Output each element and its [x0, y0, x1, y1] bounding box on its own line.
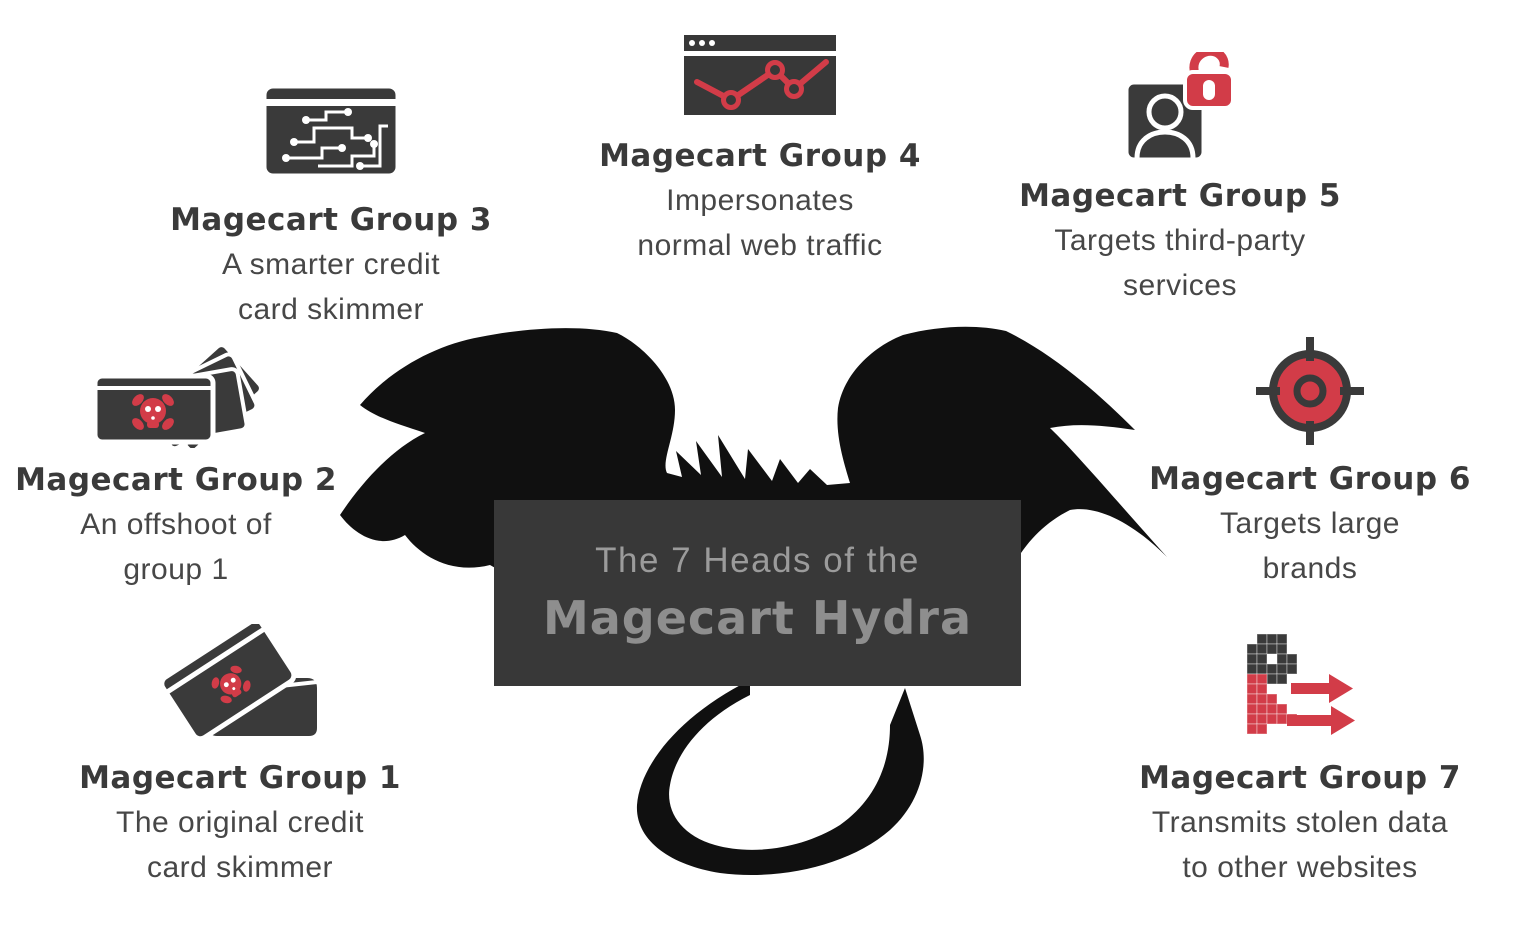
- browser-traffic-chart-icon: [675, 26, 845, 124]
- pixel-data-transfer-icon: [1241, 628, 1359, 746]
- group-4-description: Impersonates normal web traffic: [637, 184, 883, 262]
- group-7-block: Magecart Group 7 Transmits stolen data t…: [1090, 628, 1510, 890]
- group-2-description: An offshoot of group 1: [80, 508, 272, 586]
- crosshair-target-icon: [1254, 335, 1366, 447]
- group-3-block: Magecart Group 3 A smarter credit card s…: [141, 78, 521, 332]
- title-line-1: The 7 Heads of the: [595, 541, 920, 580]
- group-2-name: Magecart Group 2: [15, 462, 337, 498]
- group-1-name: Magecart Group 1: [79, 760, 401, 796]
- group-4-name: Magecart Group 4: [599, 138, 921, 174]
- group-1-description: The original credit card skimmer: [116, 806, 364, 884]
- title-line-2: Magecart Hydra: [542, 591, 973, 645]
- card-fan-skull-icon: [91, 338, 261, 448]
- title-box: The 7 Heads of the Magecart Hydra: [494, 500, 1021, 686]
- group-5-name: Magecart Group 5: [1019, 178, 1341, 214]
- person-unlocked-icon: [1121, 52, 1239, 164]
- circuit-card-icon: [256, 78, 406, 188]
- group-6-description: Targets large brands: [1220, 507, 1400, 585]
- group-3-name: Magecart Group 3: [170, 202, 492, 238]
- group-1-block: Magecart Group 1 The original credit car…: [40, 624, 440, 890]
- group-7-name: Magecart Group 7: [1139, 760, 1461, 796]
- group-5-description: Targets third-party services: [1054, 224, 1306, 302]
- group-7-description: Transmits stolen data to other websites: [1151, 806, 1449, 884]
- group-5-block: Magecart Group 5 Targets third-party ser…: [1000, 52, 1360, 308]
- card-skimmer-icon: [155, 624, 325, 746]
- group-2-block: Magecart Group 2 An offshoot of group 1: [0, 338, 352, 592]
- group-6-block: Magecart Group 6 Targets large brands: [1130, 335, 1490, 591]
- group-3-description: A smarter credit card skimmer: [221, 248, 441, 326]
- group-6-name: Magecart Group 6: [1149, 461, 1471, 497]
- group-4-block: Magecart Group 4 Impersonates normal web…: [570, 26, 950, 268]
